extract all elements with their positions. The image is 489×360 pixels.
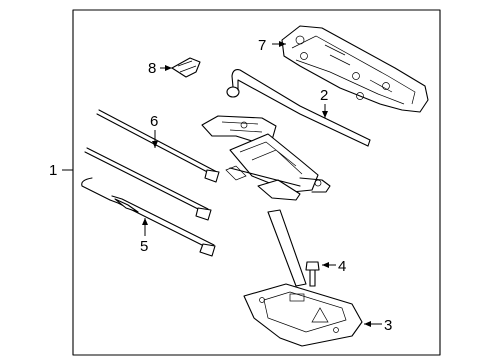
callout-8: 8 <box>148 60 156 77</box>
callout-4: 4 <box>338 258 346 275</box>
callout-3: 3 <box>384 317 392 334</box>
jack-handle <box>226 69 371 147</box>
callout-6: 6 <box>150 113 158 130</box>
scissor-jack <box>201 115 331 201</box>
storage-bracket <box>281 25 429 113</box>
extension-rods <box>84 109 220 221</box>
base-plate <box>243 209 363 347</box>
hook-rod <box>81 177 216 257</box>
callout-7: 7 <box>258 37 266 54</box>
callout-5: 5 <box>140 238 148 255</box>
callout-1: 1 <box>49 162 57 179</box>
callout-2: 2 <box>320 87 328 104</box>
assembly-frame <box>72 9 441 356</box>
clip <box>171 57 201 78</box>
bolt <box>305 261 320 287</box>
